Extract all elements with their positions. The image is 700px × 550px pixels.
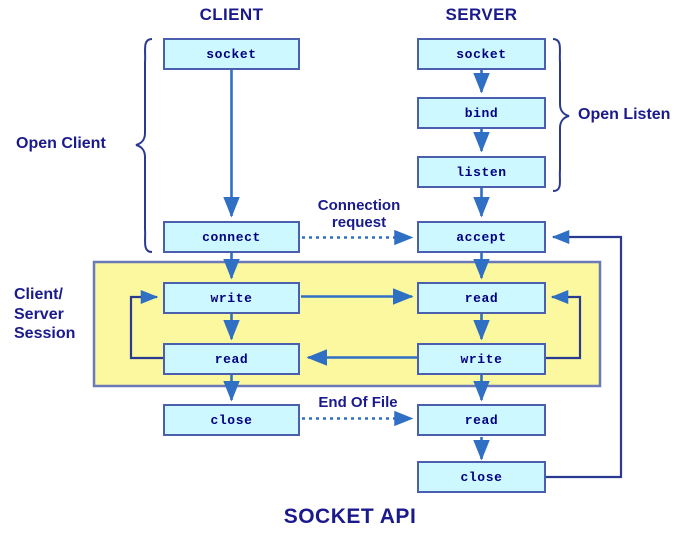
- node-server-bind-label: bind: [464, 105, 499, 121]
- node-client-read[interactable]: read: [163, 343, 300, 375]
- node-client-socket[interactable]: socket: [163, 38, 300, 70]
- node-client-read-label: read: [214, 351, 249, 367]
- node-client-connect[interactable]: connect: [163, 221, 300, 253]
- node-client-write[interactable]: write: [163, 282, 300, 314]
- node-client-connect-label: connect: [202, 229, 261, 245]
- node-server-read-2[interactable]: read: [417, 404, 546, 436]
- edge-server-write-loop-to-read: [546, 289, 582, 360]
- open-listen-brace: [552, 38, 570, 192]
- node-client-close-label: close: [210, 412, 253, 428]
- footer-title: SOCKET API: [283, 505, 417, 528]
- node-server-write[interactable]: write: [417, 343, 546, 375]
- group-label-line-3: Session: [14, 325, 76, 343]
- group-label-open-listen: Open Listen: [578, 106, 671, 123]
- group-label-line-1: Client/: [14, 286, 63, 303]
- node-server-write-label: write: [460, 351, 503, 367]
- client-column-title: CLIENT: [199, 5, 264, 24]
- node-server-close-label: close: [460, 469, 503, 485]
- edge-server-close-to-accept: [546, 229, 623, 479]
- node-client-close[interactable]: close: [163, 404, 300, 436]
- node-server-close[interactable]: close: [417, 461, 546, 493]
- edge-label-connection-request: Connection request: [303, 197, 415, 232]
- node-server-accept-label: accept: [456, 229, 507, 245]
- node-client-socket-label: socket: [206, 46, 257, 62]
- open-client-brace: [135, 38, 153, 253]
- edge-client-read-loop-to-write: [129, 289, 163, 360]
- node-server-bind[interactable]: bind: [417, 97, 546, 129]
- node-server-accept[interactable]: accept: [417, 221, 546, 253]
- group-label-client-server-session: Client/ Server Session: [14, 285, 75, 344]
- server-column-title: SERVER: [445, 5, 518, 24]
- node-server-listen-label: listen: [456, 164, 507, 180]
- node-client-write-label: write: [210, 290, 253, 306]
- node-server-socket-label: socket: [456, 46, 507, 62]
- node-server-read-2-label: read: [464, 412, 499, 428]
- edge-label-line-1: Connection: [317, 197, 401, 214]
- node-server-socket[interactable]: socket: [417, 38, 546, 70]
- edge-label-end-of-file: End Of File: [318, 394, 398, 411]
- group-label-line-2: Server: [14, 305, 64, 323]
- node-server-listen[interactable]: listen: [417, 156, 546, 188]
- node-server-read-1-label: read: [464, 290, 499, 306]
- node-server-read-1[interactable]: read: [417, 282, 546, 314]
- group-label-open-client: Open Client: [16, 135, 106, 152]
- edge-label-line-2: request: [331, 213, 387, 231]
